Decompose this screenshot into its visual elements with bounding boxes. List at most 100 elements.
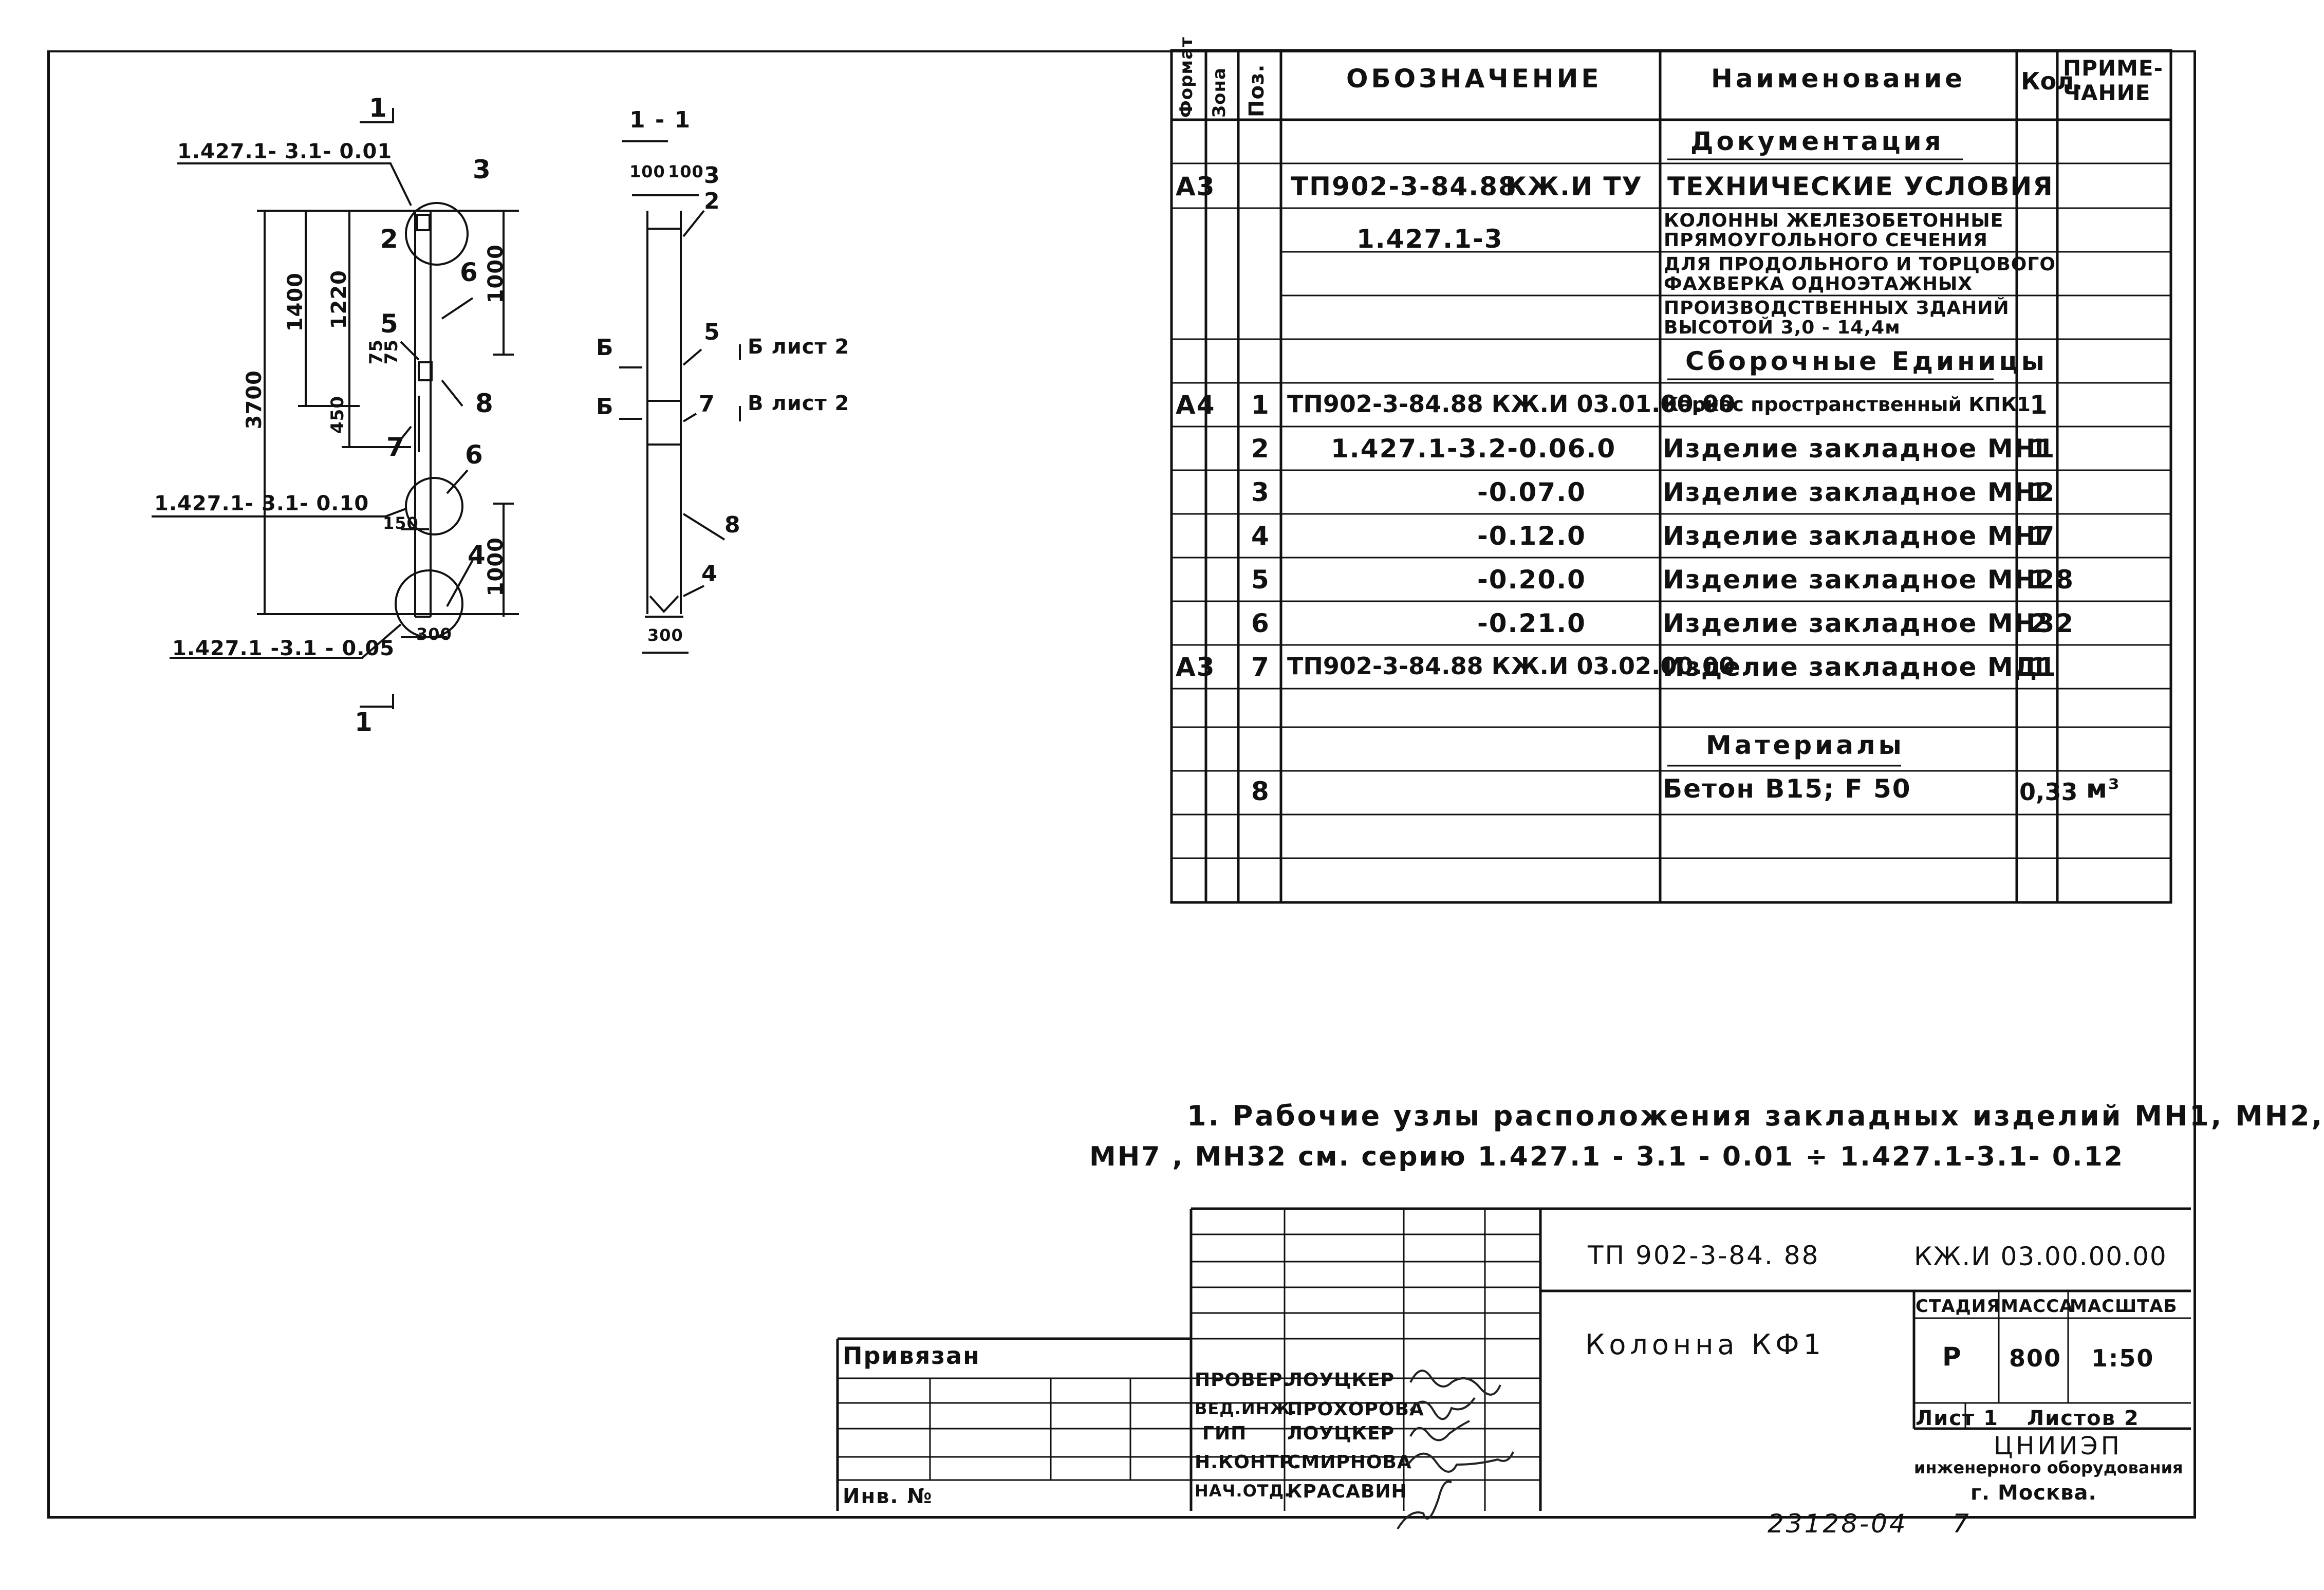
stamp-number: 23128-04 (1768, 1509, 1908, 1539)
row-pos: 1 (1251, 390, 1270, 420)
callout-6-top: 6 (460, 257, 479, 287)
section-callout-7: 7 (699, 391, 716, 417)
material-name: Бетон В15; F 50 (1663, 774, 1911, 804)
header-note-1: ПРИМЕ- (2063, 56, 2163, 81)
callout-7: 7 (386, 432, 405, 462)
header-name: Наименование (1711, 64, 1966, 94)
stage-value: Р (1942, 1342, 1962, 1372)
dim-300: 300 (416, 624, 452, 644)
person-name: ПРОХОРОВА (1287, 1399, 1424, 1420)
cut-mark-top: 1 (369, 93, 388, 123)
role-label: Н.КОНТР. (1195, 1452, 1301, 1473)
row-format: А3 (1176, 652, 1216, 682)
section-callout-2: 2 (704, 188, 721, 214)
signature-4 (1407, 1451, 1514, 1473)
person-name: КРАСАВИН (1287, 1481, 1407, 1502)
callout-6-mid: 6 (465, 440, 484, 470)
section-documentation: Документация (1690, 126, 1944, 156)
row-name: Изделие закладное МН7 (1663, 521, 2056, 551)
row-pos: 5 (1251, 565, 1270, 595)
signature-3 (1409, 1420, 1470, 1441)
ref-mid: 1.427.1- 3.1- 0.10 (154, 492, 369, 515)
bound-label: Привязан (843, 1342, 980, 1370)
series-name-line: ВЫСОТОЙ 3,0 - 14,4м (1664, 317, 1901, 338)
person-name: СМИРНОВА (1287, 1452, 1412, 1473)
row-name: Изделие закладное МН1 (1663, 434, 2056, 464)
doc-row-designation: ТП902-3-84.88 (1291, 172, 1517, 201)
spec-table-grid (1170, 49, 2172, 904)
row-designation: -0.21.0 (1477, 608, 1586, 638)
cut-mark-b-lower: Б (596, 394, 615, 420)
row-qty: 1 (2030, 521, 2049, 551)
row-designation: ТП902-3-84.88 КЖ.И 03.01.00.00 (1287, 390, 1735, 418)
callout-4: 4 (468, 540, 487, 570)
row-pos: 4 (1251, 521, 1270, 551)
series-name-line: КОЛОННЫ ЖЕЛЕЗОБЕТОННЫЕ (1664, 210, 2004, 231)
row-pos: 7 (1251, 652, 1270, 682)
title-block-grid (836, 1207, 2191, 1511)
row-designation: -0.07.0 (1477, 477, 1586, 507)
signature-2 (1409, 1397, 1476, 1420)
ref-bottom: 1.427.1 -3.1 - 0.05 (172, 637, 395, 660)
material-note: м³ (2086, 774, 2121, 804)
person-name: ЛОУЦКЕР (1287, 1423, 1395, 1444)
org-name-3: г. Москва. (1970, 1481, 2097, 1505)
row-pos: 6 (1251, 608, 1270, 638)
person-name: ЛОУЦКЕР (1287, 1370, 1395, 1391)
section-assembly-units: Сборочные Единицы (1685, 346, 2048, 376)
material-qty: 0,33 (2019, 778, 2078, 806)
project-code: ТП 902-3-84. 88 (1588, 1241, 1820, 1270)
header-qty: Кол. (2021, 67, 2083, 95)
section-title: 1 - 1 (629, 107, 692, 133)
row-designation: -0.12.0 (1477, 521, 1586, 551)
series-name-line: ПРОИЗВОДСТВЕННЫХ ЗДАНИЙ (1664, 298, 2010, 319)
dim-150: 150 (383, 513, 419, 533)
signatures (1397, 1370, 1514, 1530)
section-dim-300: 300 (647, 625, 683, 645)
signature-1 (1409, 1370, 1501, 1396)
callout-8: 8 (475, 389, 494, 418)
sheet-ref-b: Б лист 2 (748, 335, 850, 359)
doc-row-code: КЖ.И ТУ (1505, 172, 1643, 201)
row-qty: 1 (2030, 434, 2049, 464)
scale-value: 1:50 (2091, 1344, 2154, 1372)
header-note-2: ЧАНИЕ (2063, 80, 2151, 105)
row-designation: 1.427.1-3.2-0.06.0 (1331, 434, 1616, 464)
doc-row-name: ТЕХНИЧЕСКИЕ УСЛОВИЯ (1667, 172, 2054, 201)
stamp-page: 7 (1953, 1509, 1969, 1539)
header-designation: ОБОЗНАЧЕНИЕ (1346, 64, 1602, 94)
sheet-number: Лист 1 (1916, 1407, 1999, 1430)
callout-3: 3 (473, 155, 492, 184)
series-designation: 1.427.1-3 (1356, 224, 1503, 254)
drawing-frame (47, 50, 2196, 1519)
detail-circle-top (405, 202, 469, 266)
row-designation: ТП902-3-84.88 КЖ.И 03.02.00.00 (1287, 652, 1735, 680)
section-callout-4: 4 (701, 561, 718, 587)
org-name-1: ЦНИИЭП (1994, 1432, 2123, 1460)
section-callout-3: 3 (704, 162, 721, 189)
note-line-2: МН7 , МН32 см. серию 1.427.1 - 3.1 - 0.0… (1089, 1141, 2125, 1172)
stage-label: СТАДИЯ (1916, 1296, 2001, 1317)
section-dim-100a: 100 (629, 162, 665, 181)
row-designation: -0.20.0 (1477, 565, 1586, 595)
series-name-line: ПРЯМОУГОЛЬНОГО СЕЧЕНИЯ (1664, 230, 1988, 251)
section-callout-5: 5 (704, 319, 721, 345)
row-pos: 2 (1251, 434, 1270, 464)
mass-label: МАССА (2001, 1296, 2074, 1317)
sheet-ref-v: В лист 2 (748, 392, 850, 415)
material-pos: 8 (1251, 776, 1270, 806)
callout-2: 2 (380, 224, 399, 254)
doc-row-format: А3 (1176, 172, 1216, 201)
row-name: Изделие закладное МН28 (1663, 565, 2075, 595)
section-materials: Материалы (1706, 730, 1905, 760)
row-format: А4 (1176, 390, 1216, 420)
section-callout-8: 8 (724, 512, 741, 538)
cut-mark-b-upper: Б (596, 335, 615, 361)
section-dim-100b: 100 (668, 162, 704, 181)
row-name: Каркас пространственный КПК1 (1663, 393, 2031, 416)
column-drawings (152, 108, 741, 709)
detail-circle-mid (405, 477, 463, 535)
row-qty: 1 (2030, 652, 2049, 682)
sheet-count: Листов 2 (2027, 1407, 2140, 1430)
row-pos: 3 (1251, 477, 1270, 507)
